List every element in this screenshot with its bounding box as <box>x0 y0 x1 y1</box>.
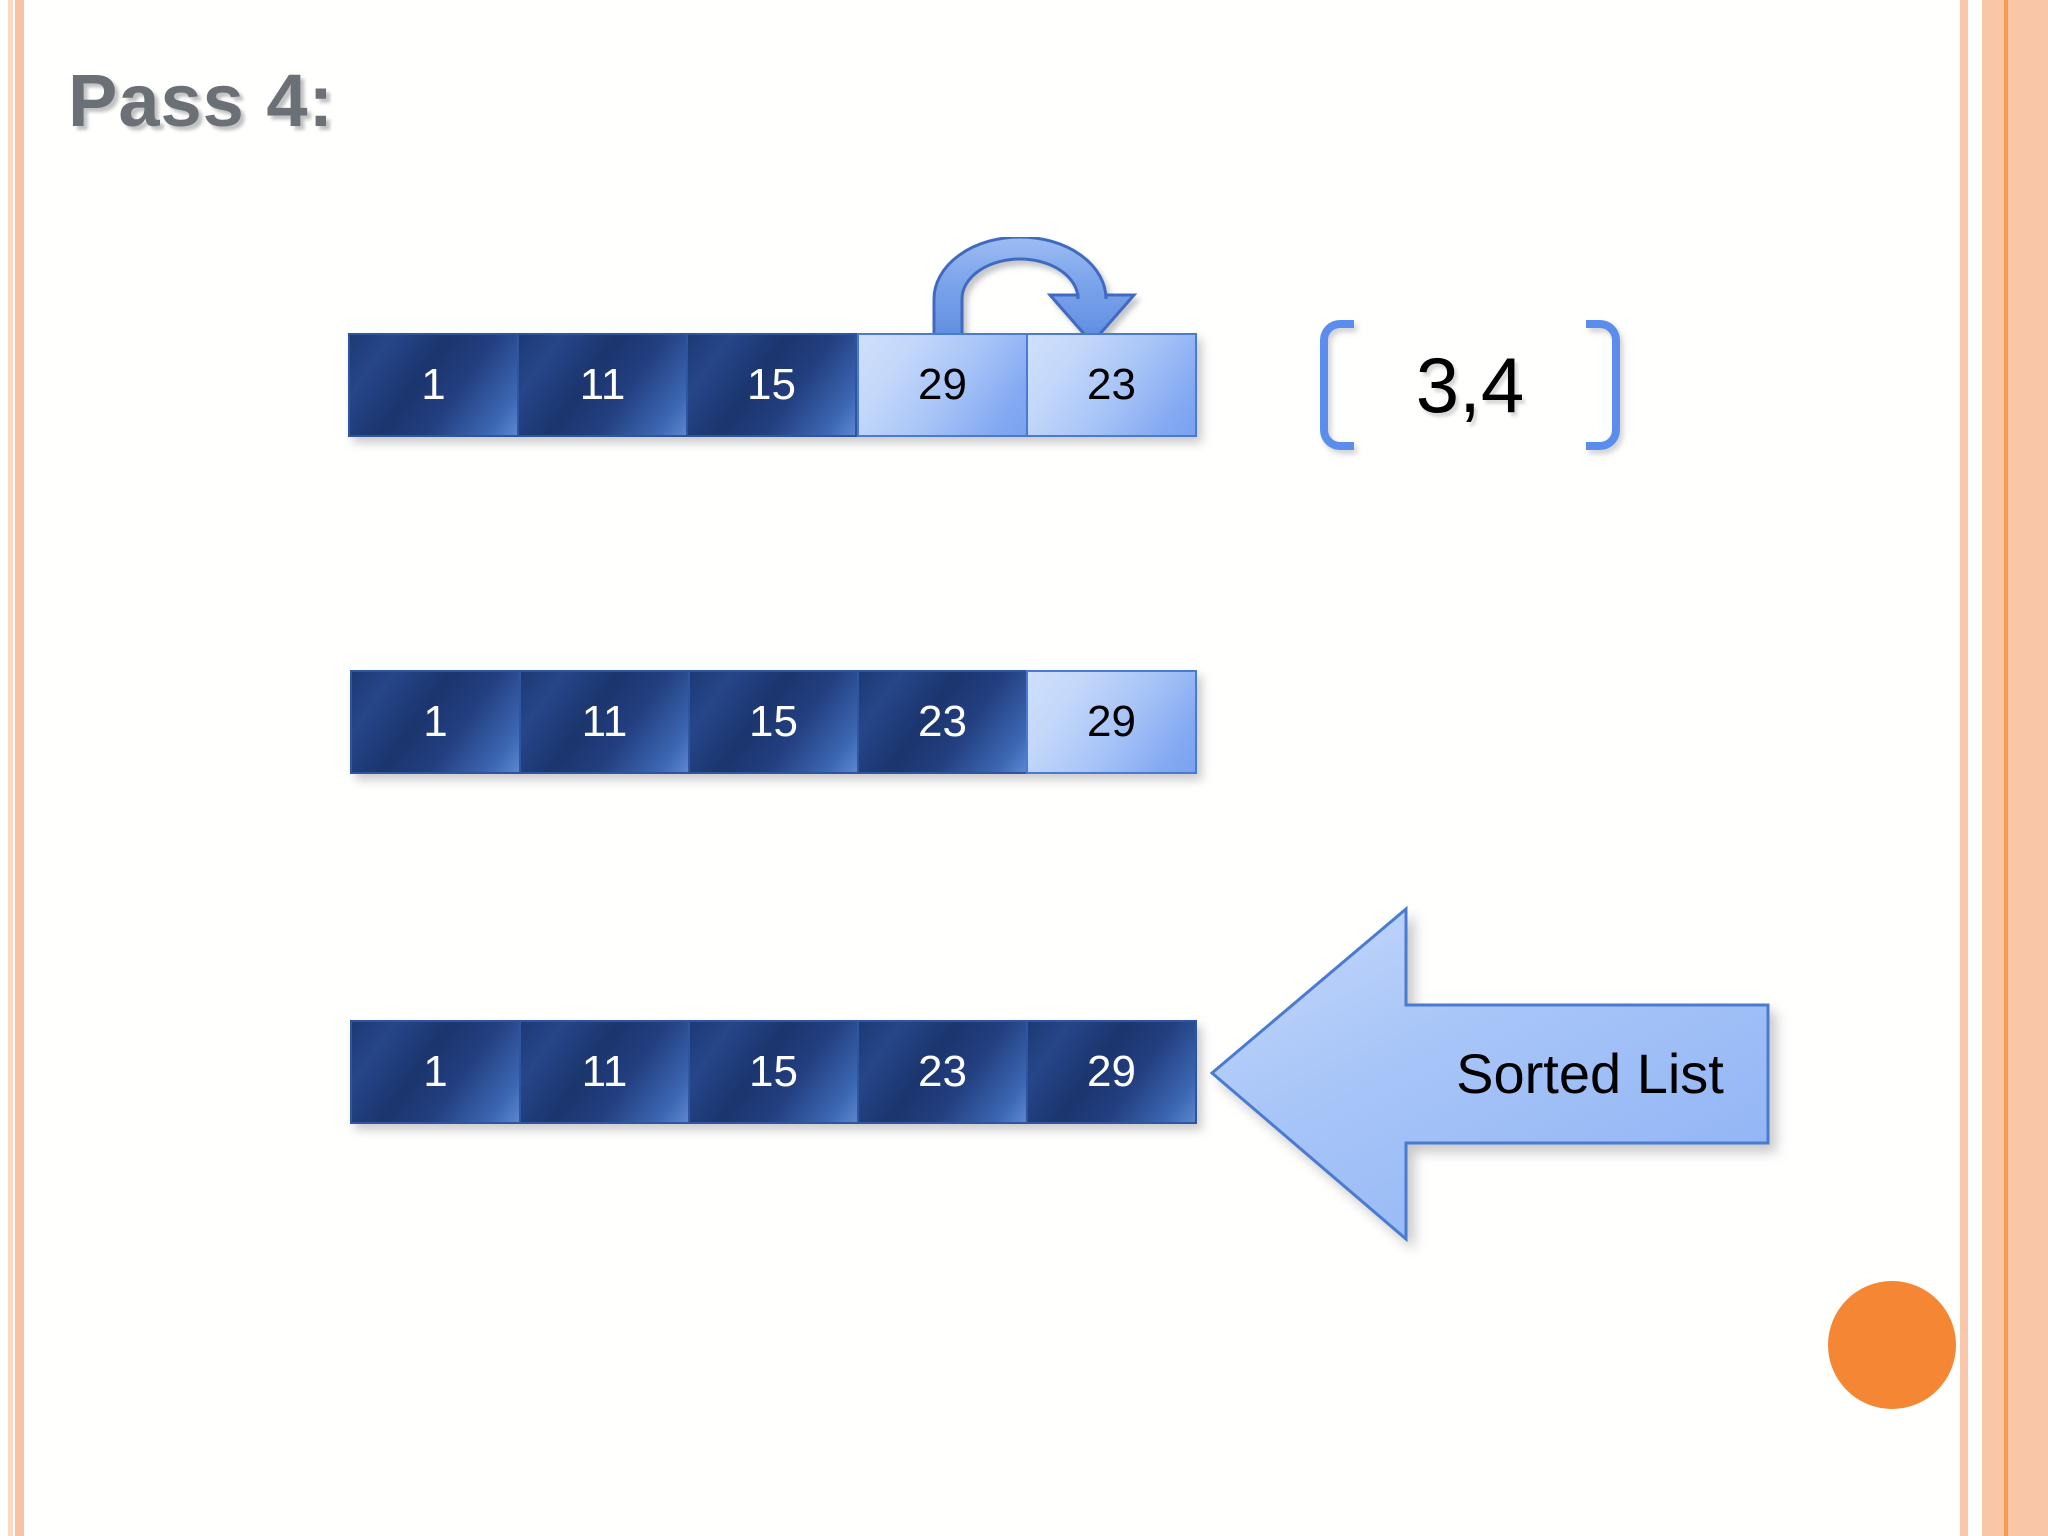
array-row-after-swap: 1 11 15 23 29 <box>350 670 1197 774</box>
right-border-gap <box>1968 0 1982 1536</box>
orange-dot-decoration <box>1828 1281 1956 1409</box>
array-cell[interactable]: 23 <box>857 670 1028 774</box>
sorted-list-callout: Sorted List <box>1209 893 1770 1253</box>
array-cell[interactable]: 29 <box>1026 1020 1197 1124</box>
array-cell[interactable]: 23 <box>1026 333 1197 437</box>
array-cell[interactable]: 15 <box>686 333 857 437</box>
array-cell[interactable]: 15 <box>688 1020 859 1124</box>
array-cell[interactable]: 1 <box>350 1020 521 1124</box>
right-border-band <box>1982 0 2048 1536</box>
array-cell[interactable]: 29 <box>857 333 1028 437</box>
bracket-left-icon <box>1320 320 1354 450</box>
page-title: Pass 4: <box>68 59 335 142</box>
array-cell[interactable]: 15 <box>688 670 859 774</box>
array-row-final: 1 11 15 23 29 <box>350 1020 1197 1124</box>
right-border-stripe-thin <box>1960 0 1968 1536</box>
index-pair-text: 3,4 <box>1415 340 1525 429</box>
array-cell[interactable]: 11 <box>517 333 688 437</box>
array-cell[interactable]: 1 <box>348 333 519 437</box>
array-row-before-swap: 29 1 11 15 23 <box>348 333 1197 437</box>
array-cell[interactable]: 1 <box>350 670 521 774</box>
right-border-accent-line <box>2004 0 2008 1536</box>
left-border-stripe-inner <box>15 0 24 1536</box>
curved-swap-arrow-icon <box>920 235 1150 347</box>
array-cell[interactable]: 23 <box>857 1020 1028 1124</box>
array-cell[interactable]: 11 <box>519 1020 690 1124</box>
array-cell[interactable]: 11 <box>519 670 690 774</box>
index-pair-bracket: 3,4 <box>1320 320 1620 450</box>
left-border-stripe-outer <box>8 0 13 1536</box>
array-cell[interactable]: 29 <box>1026 670 1197 774</box>
bracket-right-icon <box>1586 320 1620 450</box>
